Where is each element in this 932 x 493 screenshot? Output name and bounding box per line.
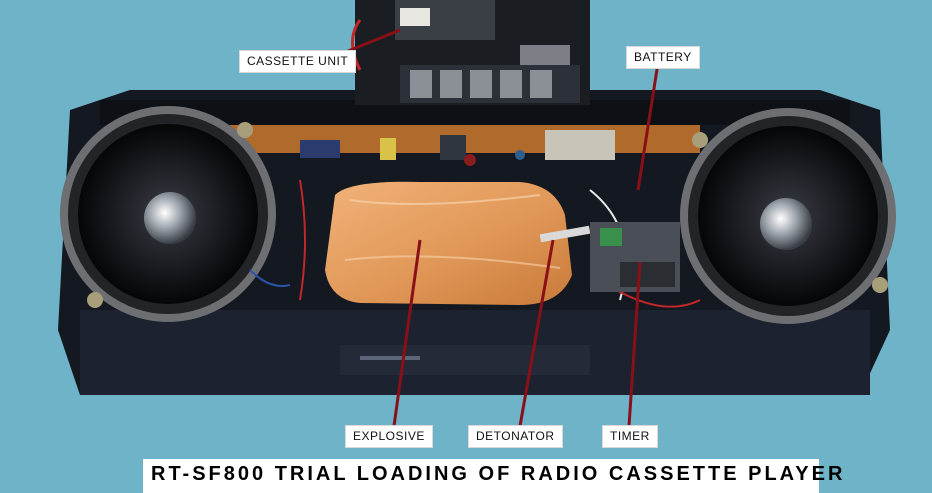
label-battery: BATTERY: [626, 46, 700, 69]
circuit-board: [230, 125, 700, 166]
explosive-package: [325, 181, 572, 305]
left-speaker: [60, 106, 276, 322]
label-explosive: EXPLOSIVE: [345, 425, 433, 448]
label-detonator: DETONATOR: [468, 425, 563, 448]
timer-board: [590, 222, 680, 292]
radio-cassette-photo: [58, 0, 896, 427]
label-cassette-unit: CASSETTE UNIT: [239, 50, 357, 73]
caption-bar: RT-SF800 TRIAL LOADING OF RADIO CASSETTE…: [143, 459, 842, 493]
right-speaker: [680, 108, 896, 324]
label-timer: TIMER: [602, 425, 658, 448]
cassette-unit: [351, 0, 590, 105]
detonator: [539, 225, 591, 243]
